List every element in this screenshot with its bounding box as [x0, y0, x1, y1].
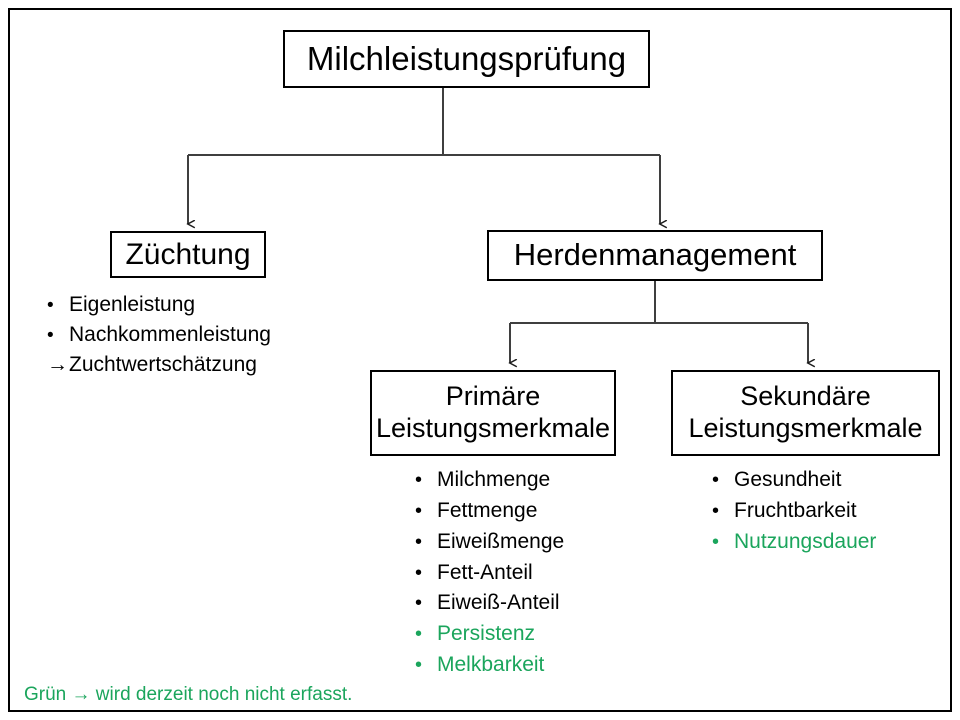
list-item-label: Eiweiß-Anteil	[437, 591, 560, 615]
list-item: • Eiweißmenge	[415, 527, 564, 558]
bullet-icon: •	[47, 295, 54, 316]
list-item: • Milchmenge	[415, 465, 564, 496]
list-primaere-merkmale: • Milchmenge • Fettmenge • Eiweißmenge • Fett-A…	[415, 465, 564, 681]
list-item: • Fettmenge	[415, 496, 564, 527]
bullet-icon: •	[712, 499, 720, 522]
list-item: • Nachkommenleistung	[47, 320, 271, 350]
list-item: • Fett-Anteil	[415, 558, 564, 589]
bullet-icon: •	[415, 561, 423, 584]
list-item-label: Fruchtbarkeit	[734, 498, 857, 522]
list-item-label: Melkbarkeit	[437, 653, 545, 677]
connector-root-to-level2	[188, 88, 660, 224]
list-item-label: Eigenleistung	[69, 293, 196, 316]
list-sekundaere-merkmale: • Gesundheit • Fruchtbarkeit • Nutzungsdauer	[712, 465, 876, 558]
node-herdenmanagement: Herdenmanagement	[487, 230, 823, 281]
list-item: • Eigenleistung	[47, 290, 271, 320]
list-item-label: Nutzungsdauer	[734, 529, 877, 553]
list-item: →Zuchtwertschätzung	[47, 350, 271, 380]
list-zuechtung: •Eigenleistung•Nachkommenleistung→Zuchtw…	[47, 290, 271, 379]
arrow-icon: →	[47, 352, 68, 376]
list-item: • Melkbarkeit	[415, 650, 564, 681]
list-item-label: Nachkommenleistung	[69, 322, 271, 346]
list-item-label: Gesundheit	[734, 468, 842, 491]
connector-herd-to-level3	[510, 281, 808, 363]
node-sekundaere-leistungsmerkmale: Sekundäre Leistungsmerkmale	[671, 370, 940, 456]
list-item-label: Zuchtwertschätzung	[69, 352, 257, 376]
list-item-label: Eiweißmenge	[437, 529, 565, 553]
list-item-label: Milchmenge	[437, 468, 551, 491]
list-item: • Persistenz	[415, 619, 564, 650]
bullet-icon: •	[415, 499, 423, 522]
list-item-label: Fett-Anteil	[437, 560, 533, 584]
legend-green-note: Grün → wird derzeit noch nicht erfasst.	[24, 684, 353, 705]
bullet-icon: •	[712, 530, 720, 553]
node-milchleistungspruefung: Milchleistungsprüfung	[283, 30, 650, 88]
bullet-icon: •	[47, 324, 54, 346]
list-item: • Nutzungsdauer	[712, 527, 876, 558]
list-item-label: Persistenz	[437, 622, 536, 646]
node-zuechtung: Züchtung	[110, 231, 266, 278]
list-item: • Gesundheit	[712, 465, 876, 496]
bullet-icon: •	[415, 530, 423, 553]
bullet-icon: •	[415, 623, 423, 646]
bullet-icon: •	[712, 469, 720, 491]
bullet-icon: •	[415, 654, 423, 677]
bullet-icon: •	[415, 592, 423, 615]
list-item-label: Fettmenge	[437, 498, 538, 522]
node-primaere-leistungsmerkmale: Primäre Leistungsmerkmale	[370, 370, 616, 456]
bullet-icon: •	[415, 469, 423, 491]
list-item: • Eiweiß-Anteil	[415, 588, 564, 619]
list-item: • Fruchtbarkeit	[712, 496, 876, 527]
